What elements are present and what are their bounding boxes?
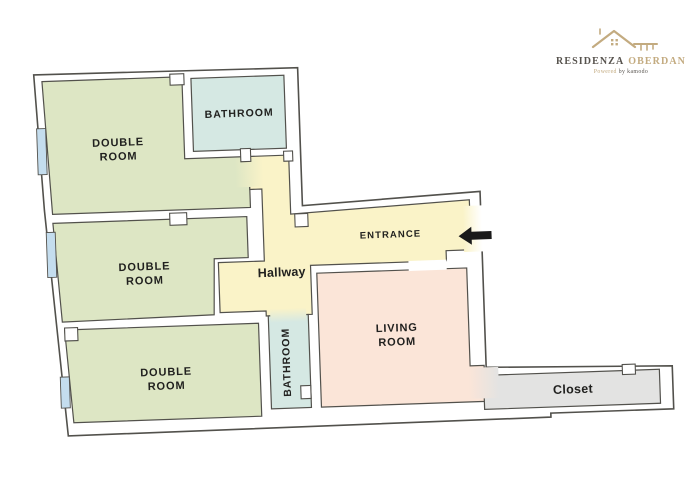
label-double-room-1-line2: ROOM [100, 150, 138, 163]
windows [36, 128, 71, 409]
entrance-arrow-icon [458, 226, 492, 245]
logo-tagline: Powered by kamodo [594, 69, 648, 75]
room-double-2 [52, 215, 249, 323]
room-double-3 [63, 322, 263, 424]
opening-double1-hallway [234, 157, 264, 188]
room-living [316, 267, 486, 408]
opening-living-closet [468, 366, 500, 399]
label-double-room-3-line1: DOUBLE [140, 366, 192, 380]
label-double-room-3-line2: ROOM [148, 380, 186, 393]
label-double-room-2-line1: DOUBLE [118, 260, 170, 274]
window-3 [59, 376, 71, 409]
opening-hallway-bathroom2 [270, 307, 307, 323]
logo-house-windows-icon [611, 39, 618, 46]
label-closet: Closet [553, 382, 594, 397]
label-double-room-2-line2: ROOM [126, 275, 164, 288]
logo-house-key-icon [591, 28, 658, 51]
wall-stubs [63, 73, 637, 400]
window-2 [45, 231, 58, 279]
door-gap-entrance-living [408, 259, 447, 271]
room-hallway-entrance [217, 154, 472, 317]
label-entrance: ENTRANCE [360, 229, 422, 242]
window-1 [36, 128, 48, 176]
floorplan-group: DOUBLE ROOM BATHROOM DOUBLE ROOM Hallway… [32, 66, 675, 437]
label-bathroom-1: BATHROOM [204, 107, 273, 121]
label-living-room-line1: LIVING [376, 322, 418, 335]
label-double-room-1-line1: DOUBLE [92, 136, 144, 150]
opening-entrance-door [462, 204, 499, 253]
label-hallway: Hallway [258, 265, 306, 281]
label-bathroom-2: BATHROOM [280, 328, 294, 397]
label-living-room-line2: ROOM [378, 336, 416, 349]
